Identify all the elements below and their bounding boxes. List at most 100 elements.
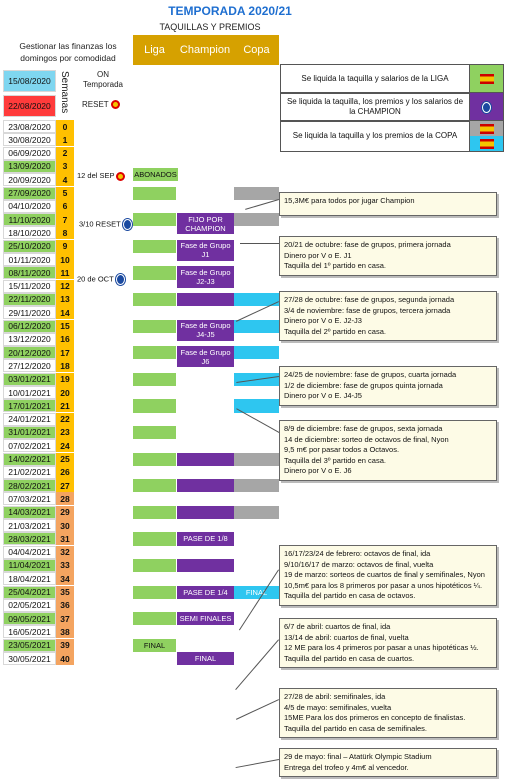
callout-note-line: 15,3M€ para todos por jugar Champion <box>284 196 415 205</box>
week-number: 39 <box>56 638 74 652</box>
week-date: 02/05/2021 <box>3 598 56 612</box>
connector-line <box>235 699 279 720</box>
week-date: 20/09/2020 <box>3 173 56 187</box>
callout-note-line: 9,5 m€ por pasar todos a Octavos. <box>284 445 400 454</box>
week-date: 18/10/2020 <box>3 226 56 240</box>
calendar-bar <box>133 239 176 253</box>
week-date: 27/12/2020 <box>3 359 56 373</box>
callout-note-line: Dinero por V o E. J6 <box>284 466 352 475</box>
calendar-bar <box>133 505 176 519</box>
abonados-bar: ABONADOS <box>133 168 178 181</box>
week-date: 01/11/2020 <box>3 253 56 266</box>
calendar-bar <box>177 452 234 466</box>
callout-note: 15,3M€ para todos por jugar Champion <box>279 192 497 216</box>
callout-note-line: 19 de marzo: sorteos de cuartos de final… <box>284 570 485 579</box>
week-date: 24/01/2021 <box>3 412 56 426</box>
callout-note-line: 12 ME para los 4 primeros por pasar a un… <box>284 643 479 652</box>
week-date: 21/02/2021 <box>3 465 56 479</box>
reset-text: RESET <box>82 100 109 109</box>
calendar-bar <box>133 452 176 466</box>
week-number: 20 <box>56 386 74 399</box>
callout-note-line: 16/17/23/24 de febrero: octavos de final… <box>284 549 431 558</box>
week-number: 14 <box>56 306 74 320</box>
week-number: 32 <box>56 545 74 559</box>
week-number: 15 <box>56 319 74 333</box>
week-date: 28/02/2021 <box>3 479 56 493</box>
connector-line <box>235 639 279 690</box>
week-number: 35 <box>56 585 74 599</box>
week-number: 7 <box>56 213 74 227</box>
pre-date-1: 15/08/2020 <box>3 70 56 92</box>
column-header-copa: Copa <box>234 35 279 65</box>
callout-note-line: 3/4 de noviembre: fase de grupos, tercer… <box>284 305 451 315</box>
week-number: 6 <box>56 199 74 213</box>
calendar-bar <box>177 292 234 307</box>
week-date: 14/03/2021 <box>3 505 56 519</box>
calendar-bar <box>234 399 279 413</box>
week-number: 11 <box>56 266 74 280</box>
callout-note-line: 13/14 de abril: cuartos de final, vuelta <box>284 632 409 642</box>
bar-final-liga: FINAL <box>133 638 176 652</box>
callout-note-line: 20/21 de octubre: fase de grupos, primer… <box>284 240 451 249</box>
week-number: 25 <box>56 452 74 466</box>
week-number: 21 <box>56 399 74 413</box>
calendar-bar <box>133 266 176 280</box>
week-number: 18 <box>56 359 74 373</box>
week-date: 30/08/2020 <box>3 133 56 147</box>
calendar-bar <box>133 292 176 307</box>
bar-j4j5: Fase de Grupo J4-J5 <box>177 319 234 341</box>
legend-copa: Se liquida la taquilla y los premios de … <box>280 120 504 152</box>
week-number: 34 <box>56 572 74 586</box>
week-number: 1 <box>56 133 74 147</box>
calendar-bar <box>234 505 279 519</box>
callout-note: 20/21 de octubre: fase de grupos, primer… <box>279 236 497 276</box>
callout-note-line: Dinero por V o E. J4-J5 <box>284 391 362 400</box>
calendar-bar <box>177 558 234 573</box>
bar-final-ch: FINAL <box>177 652 234 666</box>
page-title: TEMPORADA 2020/21 <box>168 4 292 18</box>
week-number: 8 <box>56 226 74 240</box>
oct20-note: 20 de OCT <box>77 274 125 285</box>
week-date: 18/04/2021 <box>3 572 56 586</box>
week-date: 20/12/2020 <box>3 346 56 360</box>
oct-reset-note: 3/10 RESET <box>79 219 132 230</box>
week-number: 29 <box>56 505 74 519</box>
week-date: 29/11/2020 <box>3 306 56 320</box>
calendar-bar <box>234 213 279 227</box>
week-date: 13/09/2020 <box>3 159 56 173</box>
week-number: 5 <box>56 186 74 200</box>
column-header-champion: Champion <box>176 35 234 65</box>
la-liga-icon <box>116 171 126 181</box>
week-date: 30/05/2021 <box>3 652 56 665</box>
callout-note: 27/28 de octubre: fase de grupos, segund… <box>279 291 497 341</box>
connector-line <box>240 243 279 244</box>
callout-note-line: Taquilla del 1º partido en casa. <box>284 261 386 270</box>
callout-note-line: 9/10/16/17 de marzo: octavos de final, v… <box>284 559 434 569</box>
page-subtitle: TAQUILLAS Y PREMIOS <box>159 22 261 32</box>
callout-note-line: Taquilla del 3º partido en casa. <box>284 455 386 465</box>
week-number: 17 <box>56 346 74 360</box>
week-number: 2 <box>56 146 74 160</box>
week-date: 08/11/2020 <box>3 266 56 280</box>
callout-note-line: 4/5 de mayo: semifinales, vuelta <box>284 702 392 712</box>
calendar-bar <box>133 479 176 493</box>
week-number: 36 <box>56 598 74 612</box>
callout-note-line: Entrega del trofeo y 4m€ al vencedor. <box>284 762 409 772</box>
week-number: 28 <box>56 492 74 506</box>
week-date: 04/10/2020 <box>3 199 56 213</box>
legend-liga-text: Se liquida la taquilla y salarios de la … <box>301 74 449 83</box>
week-date: 11/10/2020 <box>3 213 56 227</box>
week-date: 06/12/2020 <box>3 319 56 333</box>
calendar-bar <box>234 346 279 360</box>
connector-line <box>235 759 279 768</box>
connector-line <box>244 199 279 210</box>
calendar-bar <box>133 399 176 413</box>
bar-pase18: PASE DE 1/8 <box>177 532 234 546</box>
bar-pase14: PASE DE 1/4 <box>177 585 234 599</box>
callout-note-line: Taquilla del partido en casa de octavos. <box>284 591 416 600</box>
week-number: 31 <box>56 532 74 546</box>
callout-note-line: 6/7 de abril: cuartos de final, ida <box>284 622 391 631</box>
calendar-bar <box>177 505 234 519</box>
spain-flag-icon <box>469 65 503 93</box>
